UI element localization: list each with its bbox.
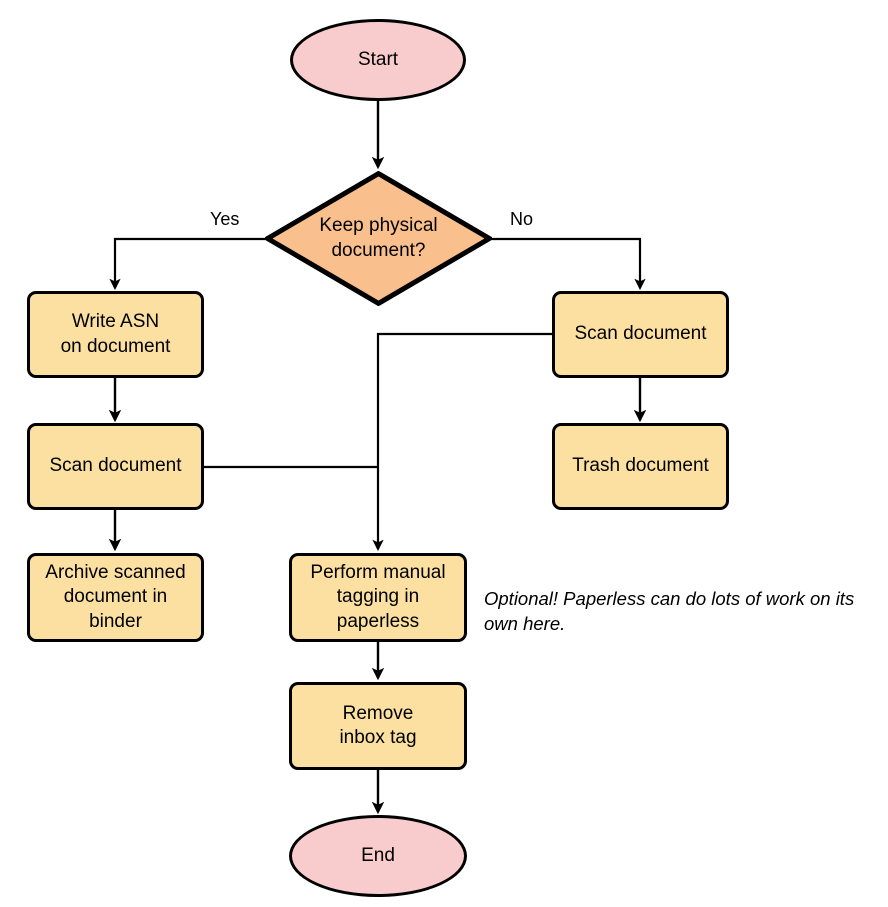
annotation-optional-note: Optional! Paperless can do lots of work … [484, 587, 884, 637]
node-trash-document[interactable]: Trash document [552, 423, 729, 510]
node-scan-document-left[interactable]: Scan document [27, 423, 204, 510]
node-scan-document-left-label: Scan document [49, 455, 182, 477]
node-start[interactable]: Start [290, 19, 466, 101]
edge-label-yes-text: Yes [210, 209, 240, 229]
node-archive-scanned-document[interactable]: Archive scanned document in binder [27, 553, 204, 642]
node-perform-manual-tagging[interactable]: Perform manual tagging in paperless [289, 553, 467, 642]
node-archive-scanned-document-label: Archive scanned document in binder [45, 562, 186, 632]
edge-decision-no-to-scan-right [492, 237, 646, 291]
node-end[interactable]: End [289, 815, 467, 897]
node-keep-physical-document-label: Keep physical document? [319, 215, 438, 261]
edge-decision-yes-to-write-asn [109, 237, 265, 291]
node-end-label: End [361, 844, 395, 866]
node-start-label: Start [357, 48, 399, 70]
edge-label-no-text: No [510, 209, 534, 229]
edge-label-yes: Yes [210, 209, 239, 230]
node-write-asn-on-document[interactable]: Write ASN on document [27, 291, 204, 378]
annotation-optional-note-text: Optional! Paperless can do lots of work … [484, 588, 855, 634]
diamond-shape [265, 171, 492, 306]
node-scan-document-right-label: Scan document [574, 323, 707, 345]
node-write-asn-on-document-label: Write ASN on document [60, 311, 171, 357]
node-remove-inbox-tag[interactable]: Remove inbox tag [289, 682, 467, 770]
node-perform-manual-tagging-label: Perform manual tagging in paperless [310, 562, 446, 632]
node-remove-inbox-tag-label: Remove inbox tag [339, 702, 417, 748]
node-keep-physical-document[interactable]: Keep physical document? [265, 171, 492, 306]
node-scan-document-right[interactable]: Scan document [552, 291, 729, 378]
edge-label-no: No [510, 209, 533, 230]
edge-scan-right-to-tagging [372, 332, 552, 552]
node-trash-document-label: Trash document [572, 455, 709, 477]
